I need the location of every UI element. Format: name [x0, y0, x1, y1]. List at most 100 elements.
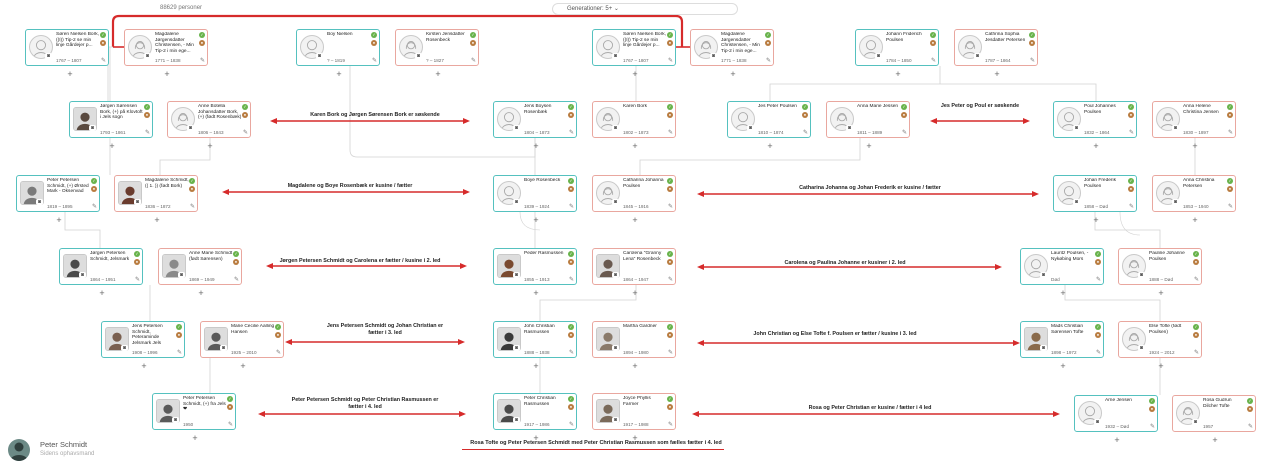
camera-icon[interactable]: ◙ — [178, 272, 185, 278]
record-badge-icon[interactable]: ● — [667, 404, 673, 410]
record-badge-icon[interactable]: ● — [144, 112, 150, 118]
record-badge-icon[interactable]: ● — [1029, 40, 1035, 46]
record-badge-icon[interactable]: ● — [1193, 332, 1199, 338]
record-badge-icon[interactable]: ● — [802, 112, 808, 118]
add-relative-plus-icon[interactable]: + — [730, 69, 736, 79]
match-badge-icon[interactable]: ✓ — [667, 396, 673, 402]
record-badge-icon[interactable]: ● — [568, 404, 574, 410]
camera-icon[interactable]: ◙ — [612, 199, 619, 205]
match-badge-icon[interactable]: ✓ — [1247, 398, 1253, 404]
record-badge-icon[interactable]: ● — [371, 40, 377, 46]
add-relative-plus-icon[interactable]: + — [1158, 361, 1164, 371]
camera-icon[interactable]: ◙ — [79, 272, 86, 278]
camera-icon[interactable]: ◙ — [612, 125, 619, 131]
edit-pencil-icon[interactable]: ✎ — [1227, 130, 1233, 136]
edit-pencil-icon[interactable]: ✎ — [189, 204, 195, 210]
camera-icon[interactable]: ◙ — [172, 417, 179, 423]
add-relative-plus-icon[interactable]: + — [1212, 435, 1218, 445]
match-badge-icon[interactable]: ✓ — [1193, 324, 1199, 330]
edit-pencil-icon[interactable]: ✎ — [667, 58, 673, 64]
add-relative-plus-icon[interactable]: + — [56, 215, 62, 225]
camera-icon[interactable]: ◙ — [612, 272, 619, 278]
edit-pencil-icon[interactable]: ✎ — [134, 277, 140, 283]
camera-icon[interactable]: ◙ — [1138, 272, 1145, 278]
edit-pencil-icon[interactable]: ✎ — [1247, 424, 1253, 430]
edit-pencil-icon[interactable]: ✎ — [667, 422, 673, 428]
match-badge-icon[interactable]: ✓ — [100, 32, 106, 38]
edit-pencil-icon[interactable]: ✎ — [568, 204, 574, 210]
edit-pencil-icon[interactable]: ✎ — [199, 58, 205, 64]
record-badge-icon[interactable]: ● — [1193, 259, 1199, 265]
add-relative-plus-icon[interactable]: + — [533, 433, 539, 443]
camera-icon[interactable]: ◙ — [1172, 125, 1179, 131]
match-badge-icon[interactable]: ✓ — [176, 324, 182, 330]
camera-icon[interactable]: ◙ — [1094, 419, 1101, 425]
match-badge-icon[interactable]: ✓ — [227, 396, 233, 402]
edit-pencil-icon[interactable]: ✎ — [667, 350, 673, 356]
add-relative-plus-icon[interactable]: + — [1093, 141, 1099, 151]
person-card[interactable]: ◙Jørgen Sørensen Bork, (+) på Klovtoft i… — [69, 101, 153, 138]
record-badge-icon[interactable]: ● — [1128, 112, 1134, 118]
match-badge-icon[interactable]: ✓ — [1095, 324, 1101, 330]
match-badge-icon[interactable]: ✓ — [568, 104, 574, 110]
edit-pencil-icon[interactable]: ✎ — [568, 130, 574, 136]
match-badge-icon[interactable]: ✓ — [765, 32, 771, 38]
add-relative-plus-icon[interactable]: + — [67, 69, 73, 79]
match-badge-icon[interactable]: ✓ — [1128, 178, 1134, 184]
person-card[interactable]: ◙Boy Nielsen? – 1819✓●✎ — [296, 29, 380, 66]
record-badge-icon[interactable]: ● — [100, 40, 106, 46]
camera-icon[interactable]: ◙ — [875, 53, 882, 59]
add-relative-plus-icon[interactable]: + — [533, 141, 539, 151]
match-badge-icon[interactable]: ✓ — [930, 32, 936, 38]
add-relative-plus-icon[interactable]: + — [533, 215, 539, 225]
match-badge-icon[interactable]: ✓ — [144, 104, 150, 110]
camera-icon[interactable]: ◙ — [45, 53, 52, 59]
edit-pencil-icon[interactable]: ✎ — [144, 130, 150, 136]
person-card[interactable]: ◙Jens Petersen Schmidt, Peteraminde Jels… — [101, 321, 185, 358]
edit-pencil-icon[interactable]: ✎ — [1128, 204, 1134, 210]
add-relative-plus-icon[interactable]: + — [198, 288, 204, 298]
record-badge-icon[interactable]: ● — [91, 186, 97, 192]
add-relative-plus-icon[interactable]: + — [895, 69, 901, 79]
camera-icon[interactable]: ◙ — [1138, 345, 1145, 351]
record-badge-icon[interactable]: ● — [134, 259, 140, 265]
edit-pencil-icon[interactable]: ✎ — [1095, 277, 1101, 283]
edit-pencil-icon[interactable]: ✎ — [1128, 130, 1134, 136]
match-badge-icon[interactable]: ✓ — [667, 251, 673, 257]
camera-icon[interactable]: ◙ — [1073, 125, 1080, 131]
match-badge-icon[interactable]: ✓ — [470, 32, 476, 38]
record-badge-icon[interactable]: ● — [667, 40, 673, 46]
add-relative-plus-icon[interactable]: + — [99, 288, 105, 298]
record-badge-icon[interactable]: ● — [1095, 332, 1101, 338]
record-badge-icon[interactable]: ● — [233, 259, 239, 265]
record-badge-icon[interactable]: ● — [568, 112, 574, 118]
add-relative-plus-icon[interactable]: + — [1192, 141, 1198, 151]
camera-icon[interactable]: ◙ — [513, 125, 520, 131]
add-relative-plus-icon[interactable]: + — [533, 288, 539, 298]
record-badge-icon[interactable]: ● — [667, 112, 673, 118]
add-relative-plus-icon[interactable]: + — [435, 69, 441, 79]
camera-icon[interactable]: ◙ — [513, 417, 520, 423]
record-badge-icon[interactable]: ● — [1095, 259, 1101, 265]
edit-pencil-icon[interactable]: ✎ — [901, 130, 907, 136]
generations-selector[interactable]: Generationer: 5+ ⌄ — [552, 3, 738, 15]
add-relative-plus-icon[interactable]: + — [632, 361, 638, 371]
add-relative-plus-icon[interactable]: + — [1114, 435, 1120, 445]
camera-icon[interactable]: ◙ — [220, 345, 227, 351]
match-badge-icon[interactable]: ✓ — [667, 32, 673, 38]
edit-pencil-icon[interactable]: ✎ — [1193, 350, 1199, 356]
match-badge-icon[interactable]: ✓ — [1193, 251, 1199, 257]
edit-pencil-icon[interactable]: ✎ — [275, 350, 281, 356]
record-badge-icon[interactable]: ● — [667, 259, 673, 265]
add-relative-plus-icon[interactable]: + — [632, 288, 638, 298]
add-relative-plus-icon[interactable]: + — [866, 141, 872, 151]
match-badge-icon[interactable]: ✓ — [1128, 104, 1134, 110]
